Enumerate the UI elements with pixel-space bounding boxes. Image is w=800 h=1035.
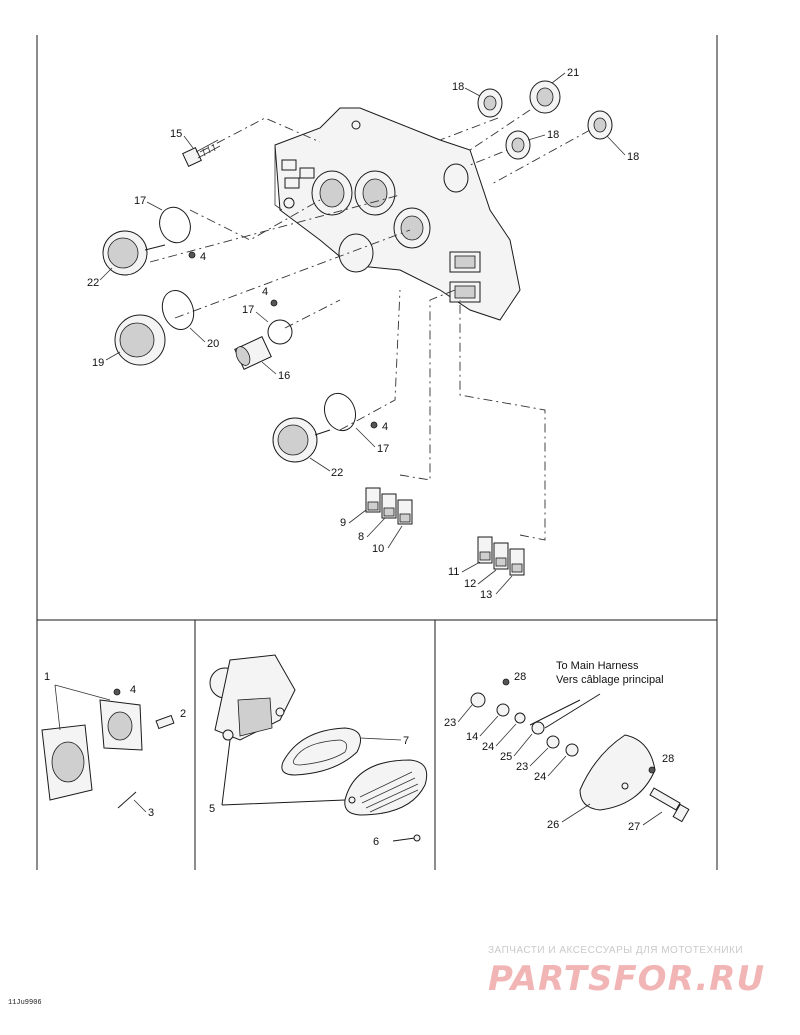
- nut-4-d: [113, 688, 121, 696]
- callout-18-a: 18: [452, 81, 464, 93]
- watermark-top: ЗАПЧАСТИ И АКСЕССУАРЫ ДЛЯ МОТОТЕХНИКИ: [488, 945, 743, 956]
- screw-6: [392, 834, 421, 842]
- callout-17-b: 17: [242, 304, 254, 316]
- callout-16: 16: [278, 370, 290, 382]
- instrument-panel: [274, 107, 521, 321]
- callout-23-a: 23: [444, 717, 456, 729]
- callout-7: 7: [403, 735, 409, 747]
- callout-4-d: 4: [130, 684, 136, 696]
- harness-note: To Main Harness Vers câblage principal: [556, 660, 664, 686]
- bolt-27: [649, 787, 690, 823]
- callout-26: 26: [547, 819, 559, 831]
- callout-4-b: 4: [262, 286, 268, 298]
- callouts: 18 21 18 18 15 17 4 22 4 17 20 19 16 4 1…: [44, 67, 674, 848]
- drawing-code: 11Ju9906: [8, 999, 42, 1007]
- callout-11: 11: [448, 566, 459, 578]
- harness-note-line1: To Main Harness: [556, 660, 639, 672]
- callout-3: 3: [148, 807, 154, 819]
- o-ring-17-middle: [267, 319, 293, 345]
- callout-25: 25: [500, 751, 512, 763]
- callout-12: 12: [464, 578, 476, 590]
- callout-27: 27: [628, 821, 640, 833]
- switch-group-left: [365, 487, 413, 525]
- callout-28-a: 28: [514, 671, 526, 683]
- harness-hardware: [470, 678, 601, 757]
- callout-13: 13: [480, 589, 492, 601]
- callout-4-a: 4: [200, 251, 206, 263]
- callout-2: 2: [180, 708, 186, 720]
- callout-24-b: 24: [534, 771, 546, 783]
- callout-18-c: 18: [627, 151, 639, 163]
- callout-5-arrows: [221, 739, 346, 806]
- callout-8: 8: [358, 531, 364, 543]
- cover-26: [579, 734, 656, 811]
- o-ring-17-upper: [159, 206, 191, 244]
- nut-18-c: [587, 110, 613, 140]
- gauge-19: [114, 314, 166, 366]
- nut-4-a: [188, 251, 196, 259]
- gasket-7: [281, 727, 361, 776]
- callout-5: 5: [209, 803, 215, 815]
- callout-9: 9: [340, 517, 346, 529]
- gauge-22-upper: [102, 230, 166, 276]
- grille: [344, 759, 428, 816]
- callout-21: 21: [567, 67, 579, 79]
- nut-28-b: [648, 766, 656, 774]
- frame: [36, 35, 718, 870]
- watermark-main: PARTSFOR.RU: [488, 959, 765, 999]
- nut-18-a: [477, 88, 503, 118]
- gauge-22-lower: [272, 417, 331, 463]
- switch-group-right: [477, 536, 525, 576]
- bulb-16: [234, 336, 272, 370]
- callout-20: 20: [207, 338, 219, 350]
- callout-28-b: 28: [662, 753, 674, 765]
- nut-21: [529, 80, 561, 114]
- callout-22-b: 22: [331, 467, 343, 479]
- callout-14: 14: [466, 731, 478, 743]
- callout-1: 1: [44, 671, 50, 683]
- pin-2: [155, 714, 175, 730]
- callout-22-a: 22: [87, 277, 99, 289]
- callout-15: 15: [170, 128, 182, 140]
- callout-10: 10: [372, 543, 384, 555]
- bolt-15: [182, 139, 221, 167]
- nut-18-b: [505, 130, 531, 160]
- callout-19: 19: [92, 357, 104, 369]
- callout-6: 6: [373, 836, 379, 848]
- callout-18-b: 18: [547, 129, 559, 141]
- callout-17-a: 17: [134, 195, 146, 207]
- gauge-plate-1: [41, 684, 143, 801]
- horn-assembly: [209, 654, 296, 741]
- callout-24-a: 24: [482, 741, 494, 753]
- o-ring-17-lower: [323, 392, 357, 432]
- harness-note-line2: Vers câblage principal: [556, 674, 664, 686]
- callout-4-c: 4: [382, 421, 388, 433]
- o-ring-20: [161, 290, 195, 330]
- leader-lines: [149, 109, 591, 541]
- callout-17-c: 17: [377, 443, 389, 455]
- callout-23-b: 23: [516, 761, 528, 773]
- watermark: ЗАПЧАСТИ И АКСЕССУАРЫ ДЛЯ МОТОТЕХНИКИ PA…: [488, 945, 765, 999]
- nut-4-b: [270, 299, 278, 307]
- nut-4-c: [370, 421, 378, 429]
- screw-3: [117, 791, 137, 809]
